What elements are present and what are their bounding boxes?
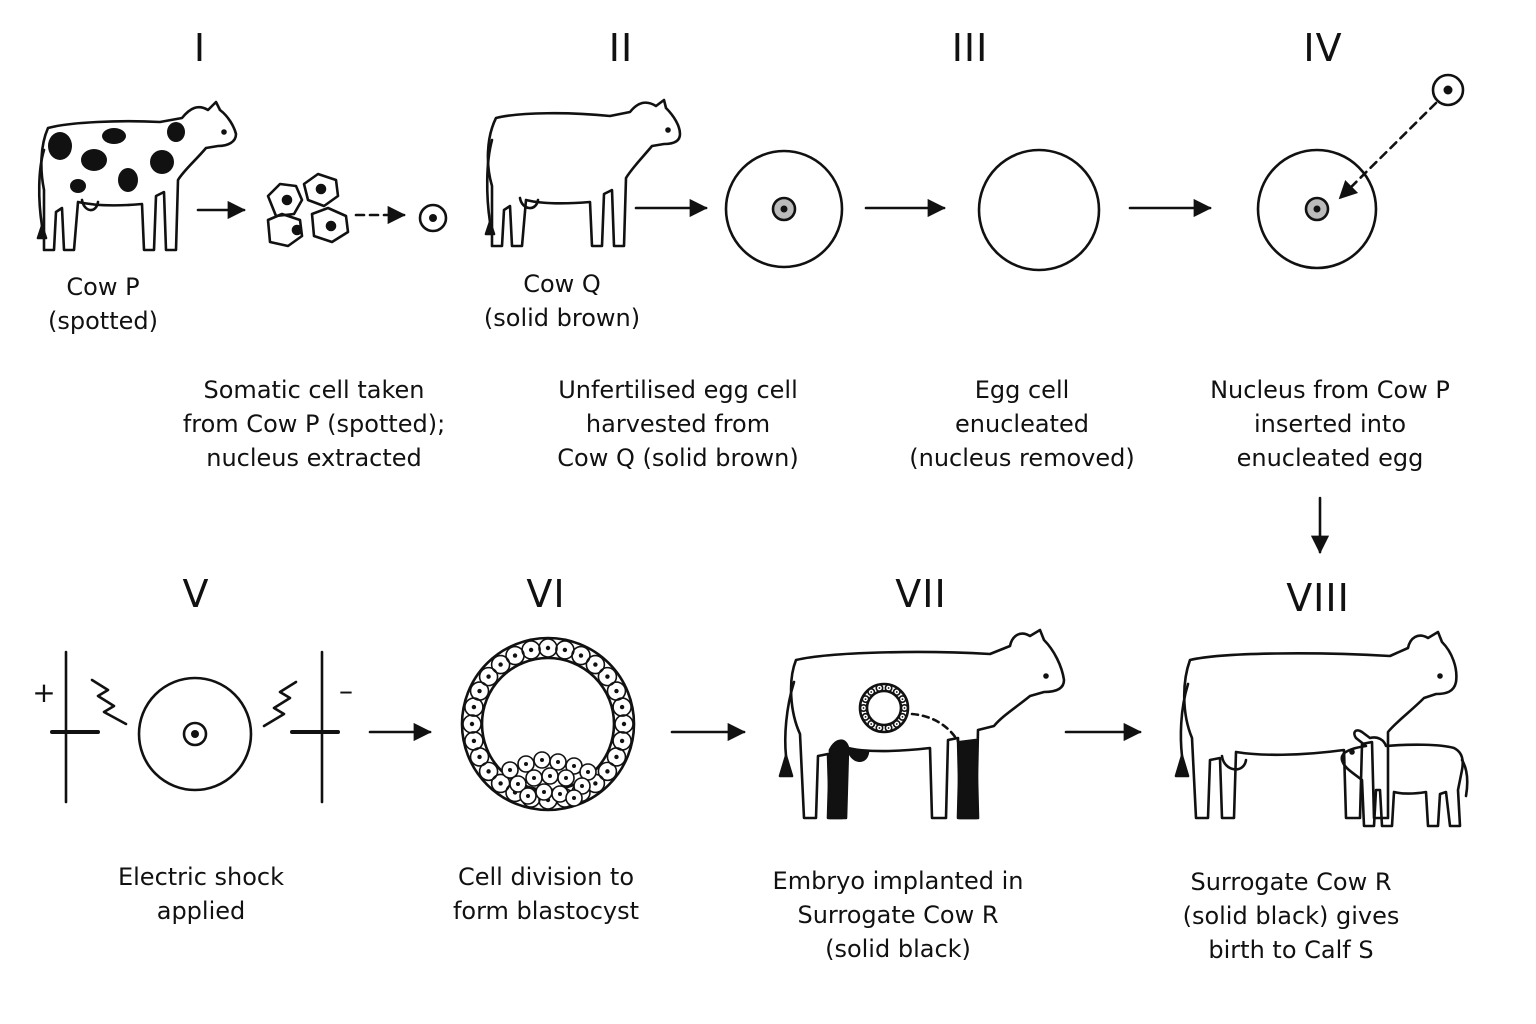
- electrode-negative-icon: [262, 650, 340, 804]
- shocked-egg-icon: [137, 676, 253, 792]
- cow-r-black-leg-front: [826, 739, 850, 820]
- mother-cow-icon: [1174, 630, 1458, 820]
- step-numeral-1: I: [193, 26, 207, 70]
- step-numeral-2: II: [608, 26, 634, 70]
- embryo-icon: [858, 682, 910, 734]
- step-numeral-5: V: [182, 572, 210, 616]
- minus-sign: –: [339, 674, 353, 707]
- cow-q-icon: [484, 98, 682, 248]
- somatic-cell-cluster: [266, 172, 350, 248]
- donor-nucleus-icon: [1431, 73, 1465, 107]
- cow-p-label: Cow P(spotted): [48, 273, 158, 335]
- step-numeral-7: VII: [895, 572, 947, 616]
- calf-s-icon: [1340, 729, 1469, 828]
- arrow-nucleus-inserted: [1338, 101, 1438, 200]
- enucleated-egg-icon: [977, 148, 1101, 272]
- surrogate-cow-r-icon: [778, 628, 1066, 820]
- step-numeral-4: IV: [1303, 26, 1343, 70]
- cow-p-icon: [36, 100, 238, 252]
- cow-r-black-leg-back: [956, 738, 980, 820]
- cow-q-label: Cow Q(solid brown): [483, 270, 641, 332]
- plus-sign: +: [32, 676, 55, 709]
- electrode-positive-icon: [50, 650, 128, 804]
- egg-cell-icon: [724, 149, 844, 269]
- embryo-implant-path: [910, 712, 968, 762]
- step-numeral-6: VI: [526, 572, 566, 616]
- step-numeral-8: VIII: [1286, 576, 1350, 620]
- blastocyst-icon: [460, 636, 636, 812]
- step-numeral-3: III: [951, 26, 989, 70]
- cow-p-spots: [48, 122, 185, 193]
- reconstructed-egg-icon: [1256, 148, 1378, 270]
- extracted-nucleus-icon: [418, 203, 448, 233]
